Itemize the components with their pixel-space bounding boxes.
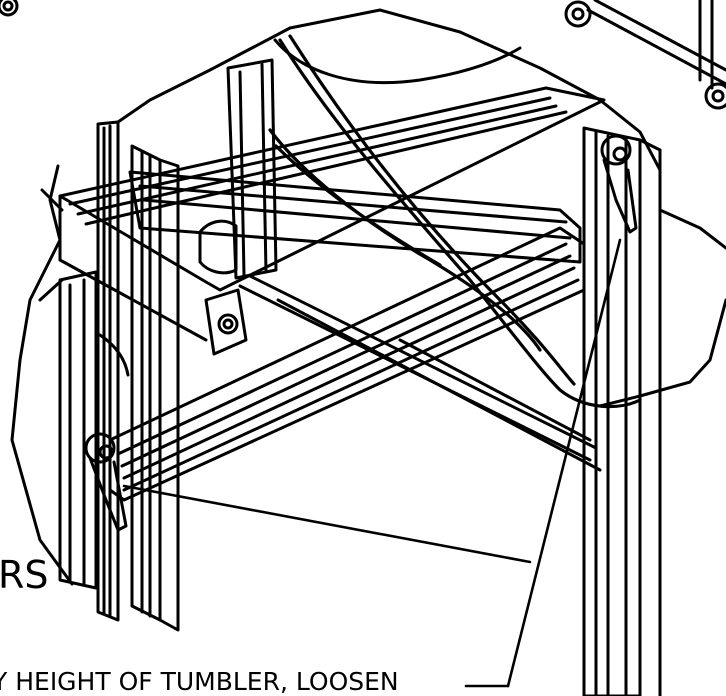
rear-diagonal-rails [238,274,602,472]
corner-wheel-left [0,0,19,17]
left-cover-panel [10,164,74,586]
drum-outline [116,8,726,408]
rail-end-cap [204,288,248,356]
left-clamp-lever [84,432,128,532]
mid-cross-rail [128,170,582,275]
instruction-label: Y HEIGHT OF TUMBLER, LOOSEN [0,669,401,694]
rear-left-posts [130,58,278,632]
leader-lines [122,238,622,688]
cart-fragment-right [564,0,726,110]
drum-inner-arc [273,38,522,85]
callout-label-partial: RS [0,553,49,597]
right-clamp-lever [600,134,638,234]
drive-belts [268,34,642,409]
upper-rail-front [58,86,606,342]
